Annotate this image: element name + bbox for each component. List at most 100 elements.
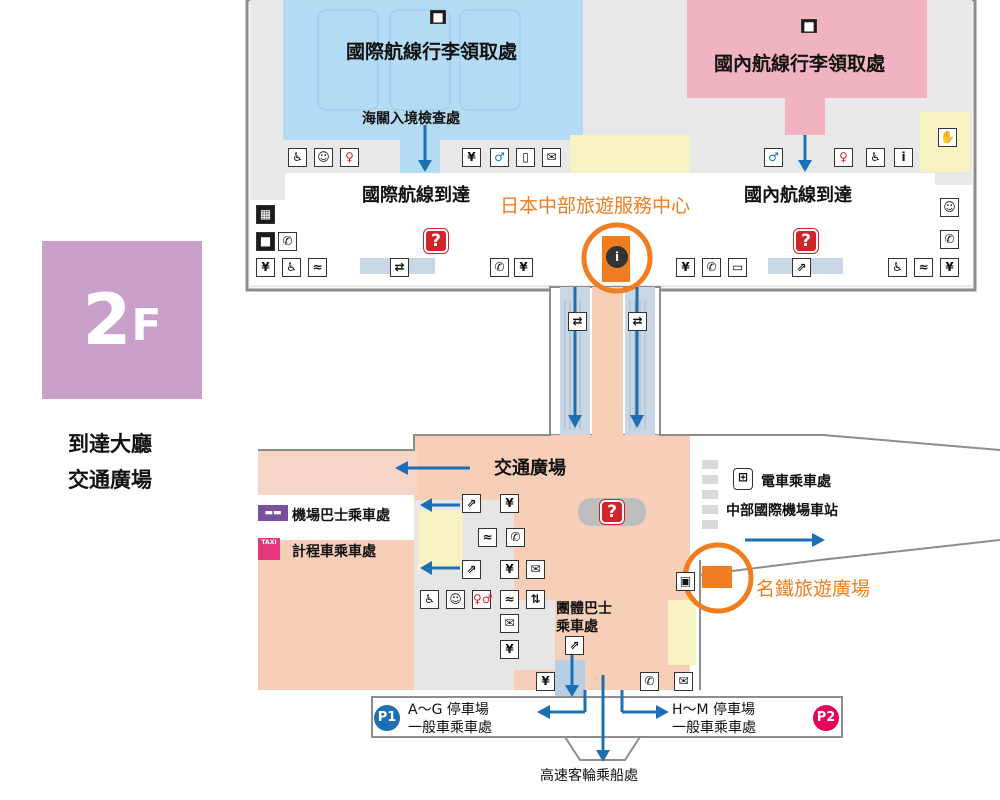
help-icon[interactable]: ? bbox=[423, 228, 449, 254]
phone-icon: ✆ bbox=[940, 230, 959, 249]
intl-baggage-claim-label[interactable]: 國際航線行李領取處 bbox=[346, 41, 518, 63]
phone-icon: ✆ bbox=[702, 258, 721, 277]
escalator-icon: ⇗ bbox=[462, 560, 481, 579]
dom-exit-gate bbox=[785, 98, 825, 135]
dom-baggage-claim-label[interactable]: 國內航線行李領取處 bbox=[714, 53, 886, 75]
floor-caption-arrivals: 到達大廳 bbox=[68, 432, 152, 456]
restroom-icon: ♂ bbox=[764, 148, 783, 167]
info-center-label[interactable]: 日本中部旅遊服務中心 bbox=[500, 195, 691, 217]
restroom-icon: ♀ bbox=[340, 148, 359, 167]
help-icon[interactable]: ? bbox=[599, 499, 625, 525]
family-restroom-icon: ☺ bbox=[446, 590, 465, 609]
floor-number: 2 bbox=[82, 279, 132, 361]
locker-icon: ▯ bbox=[516, 148, 535, 167]
parking-right-line1[interactable]: H～M 停車場 bbox=[672, 702, 756, 718]
baggage-icon: ■ bbox=[430, 10, 446, 24]
atm-icon: ¥ bbox=[500, 640, 519, 659]
restroom-icon: ♂ bbox=[490, 148, 509, 167]
group-bus-label-2[interactable]: 乘車處 bbox=[556, 619, 598, 635]
smoking-area-icon: ≈ bbox=[308, 258, 327, 277]
nursing-room-icon: ♿ bbox=[866, 148, 885, 167]
atm-icon: ¥ bbox=[536, 672, 555, 691]
intl-customs-gate bbox=[400, 140, 440, 173]
baggage-icon: ■ bbox=[256, 232, 275, 251]
info-center-circle bbox=[581, 222, 653, 294]
intl-baggage-carousels bbox=[317, 9, 521, 111]
atm-icon: ¥ bbox=[500, 560, 519, 579]
atm-icon: ¥ bbox=[500, 494, 519, 513]
phone-icon: ✆ bbox=[278, 232, 297, 251]
nursing-room-icon: ♿ bbox=[282, 258, 301, 277]
elevator-icon: ⇅ bbox=[526, 590, 545, 609]
parking-left-line2[interactable]: 一般車乘車處 bbox=[408, 720, 492, 736]
parking-p2-badge[interactable]: P2 bbox=[813, 705, 839, 731]
train-boarding-label[interactable]: 電車乘車處 bbox=[761, 474, 831, 490]
computer-icon: ▭ bbox=[728, 258, 747, 277]
group-bus-label-1[interactable]: 團體巴士 bbox=[556, 601, 612, 617]
customs-label[interactable]: 海關入境檢查處 bbox=[362, 111, 460, 127]
nursing-room-icon: ♿ bbox=[420, 590, 439, 609]
bus-icon: ▣ bbox=[676, 572, 695, 591]
escalator-icon: ⇗ bbox=[565, 636, 584, 655]
mail-icon: ✉ bbox=[674, 672, 693, 691]
smoking-area-icon: ≈ bbox=[500, 590, 519, 609]
information-icon[interactable]: i bbox=[606, 246, 628, 268]
mail-icon: ✉ bbox=[526, 560, 545, 579]
escalator-icon: ⇄ bbox=[568, 312, 587, 331]
family-restroom-icon: ☺ bbox=[940, 198, 959, 217]
family-restroom-icon: ☺ bbox=[314, 148, 333, 167]
taxi-icon: TAXI bbox=[258, 538, 280, 560]
direction-arrows bbox=[395, 125, 825, 762]
ferry-label[interactable]: 高速客輪乘船處 bbox=[540, 768, 638, 784]
atm-icon: ¥ bbox=[462, 148, 481, 167]
nursing-room-icon: ♿ bbox=[288, 148, 307, 167]
escalator-icon: ⇗ bbox=[792, 258, 811, 277]
phone-icon: ✆ bbox=[490, 258, 509, 277]
smoking-area-icon: ≈ bbox=[478, 528, 497, 547]
train-icon: ⊞ bbox=[733, 468, 753, 490]
restroom-icon: ♀ bbox=[834, 148, 853, 167]
atm-icon: ¥ bbox=[256, 258, 275, 277]
baggage-icon: ■ bbox=[801, 19, 817, 33]
intl-arrivals-label[interactable]: 國際航線到達 bbox=[362, 185, 470, 206]
mail-icon: ✉ bbox=[542, 148, 561, 167]
locker-icon: ▦ bbox=[256, 205, 275, 224]
parking-p1-badge[interactable]: P1 bbox=[374, 705, 400, 731]
floor-caption-plaza: 交通廣場 bbox=[68, 468, 152, 492]
help-icon[interactable]: ? bbox=[793, 228, 819, 254]
dom-arrivals-label[interactable]: 國內航線到達 bbox=[744, 185, 852, 206]
parking-left-line1[interactable]: A～G 停車場 bbox=[408, 702, 489, 718]
restroom-icon: ♀♂ bbox=[472, 590, 493, 609]
station-platform-markers bbox=[702, 460, 718, 529]
meitetsu-booth bbox=[702, 566, 732, 588]
taxi-sign-text: TAXI bbox=[261, 539, 277, 546]
transport-plaza-label[interactable]: 交通廣場 bbox=[494, 458, 566, 479]
hand-icon: ✋ bbox=[938, 128, 957, 147]
dom-baggage-zone bbox=[687, 0, 927, 98]
escalator-icon: ⇄ bbox=[628, 312, 647, 331]
atm-icon: ¥ bbox=[676, 258, 695, 277]
plaza-west-corridor bbox=[258, 450, 418, 495]
parking-right-line2[interactable]: 一般車乘車處 bbox=[672, 720, 756, 736]
floor-suffix: F bbox=[131, 300, 162, 351]
airport-bus-label[interactable]: 機場巴士乘車處 bbox=[292, 508, 390, 524]
meitetsu-plaza-label[interactable]: 名鐵旅遊廣場 bbox=[756, 578, 871, 600]
information-icon: i bbox=[894, 148, 913, 167]
bus-icon: ▬▬ bbox=[258, 505, 288, 521]
airport-station-label[interactable]: 中部國際機場車站 bbox=[726, 503, 838, 519]
phone-icon: ✆ bbox=[640, 672, 659, 691]
road-bottom bbox=[371, 696, 843, 738]
floor-badge: 2 F bbox=[42, 241, 202, 399]
escalator-icon: ⇄ bbox=[390, 258, 409, 277]
phone-icon: ✆ bbox=[506, 528, 525, 547]
mail-icon: ✉ bbox=[500, 614, 519, 633]
nursing-room-icon: ♿ bbox=[888, 258, 907, 277]
center-path bbox=[592, 287, 623, 435]
escalator-icon: ⇗ bbox=[462, 494, 481, 513]
taxi-label[interactable]: 計程車乘車處 bbox=[292, 544, 376, 560]
smoking-area-icon: ≈ bbox=[914, 258, 933, 277]
atm-icon: ¥ bbox=[940, 258, 959, 277]
atm-icon: ¥ bbox=[514, 258, 533, 277]
shop-row bbox=[570, 135, 690, 173]
